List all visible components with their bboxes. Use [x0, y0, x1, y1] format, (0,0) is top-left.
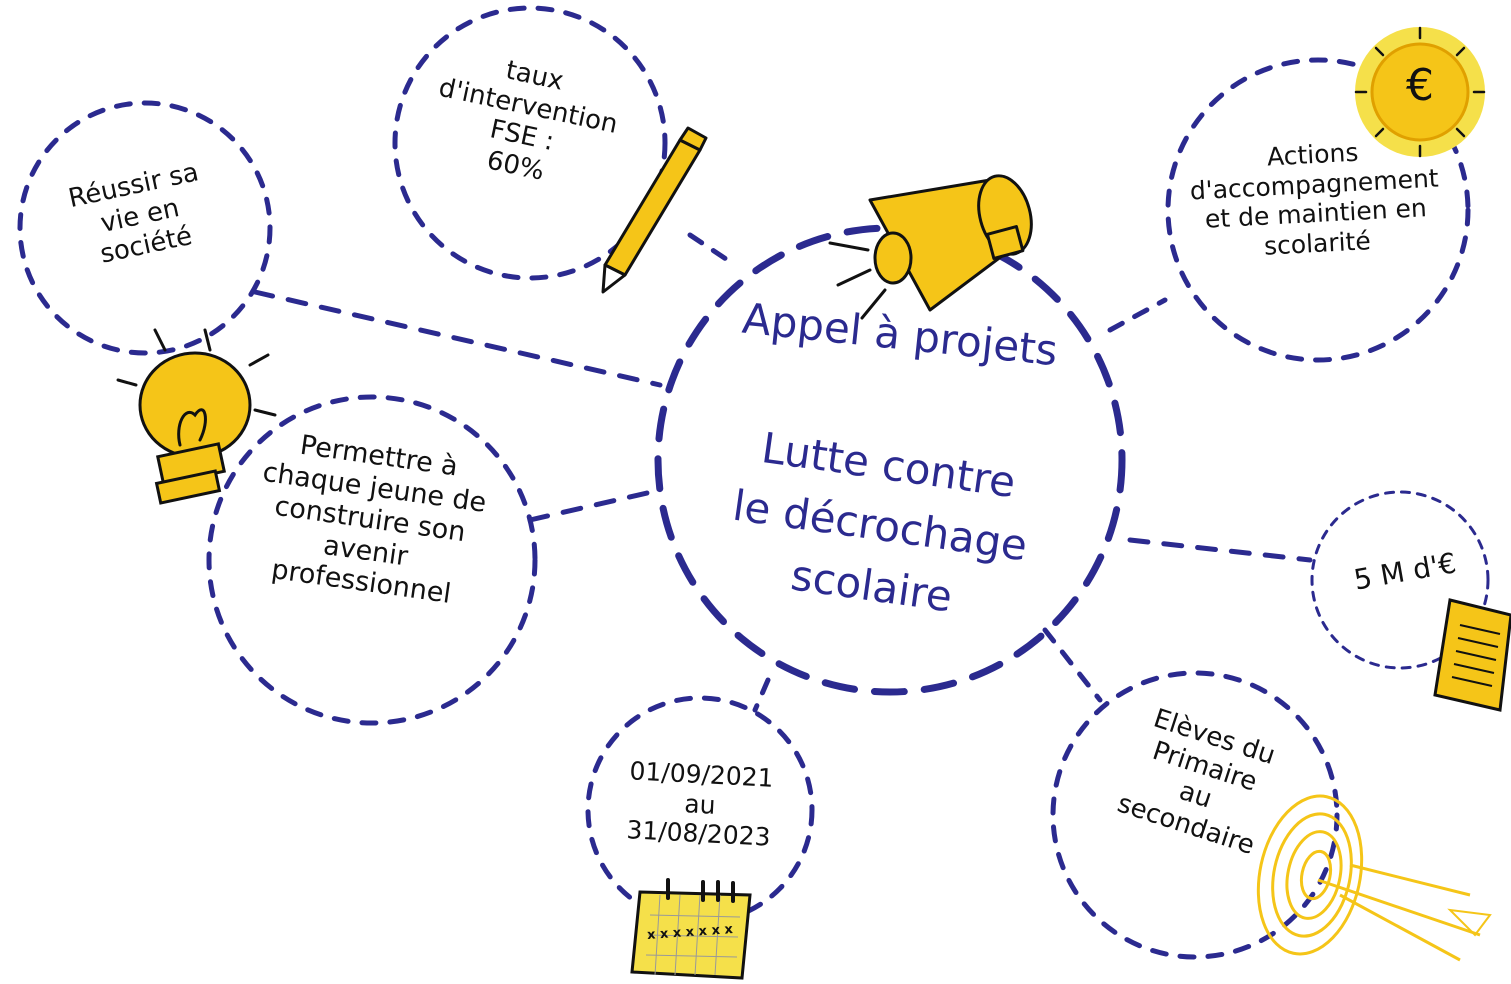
central-circle — [654, 224, 1126, 696]
calendar-mark: x — [672, 925, 682, 942]
calendar-mark: x — [646, 927, 657, 943]
document-icon — [1433, 598, 1511, 712]
connector-permettre — [527, 487, 663, 523]
connector-montant — [1127, 537, 1313, 563]
calendar-mark: x — [685, 924, 695, 941]
target-icon — [1256, 794, 1492, 962]
bubble-actions-text: Actions d'accompagnement et de maintien … — [1162, 132, 1468, 266]
connector-dates — [752, 677, 771, 713]
connector-taux — [687, 232, 738, 268]
circle-permettre — [206, 394, 538, 726]
calendar-mark: x — [698, 923, 708, 940]
circle-taux — [392, 5, 668, 281]
coin-symbol: € — [1406, 60, 1434, 111]
circle-eleves — [1050, 670, 1340, 960]
pencil-icon — [601, 126, 708, 294]
calendar-icon — [630, 878, 752, 980]
connector-reussir — [252, 289, 663, 388]
bubble-dates-text: 01/09/2021 au 31/08/2023 — [588, 754, 812, 854]
coin-icon — [1354, 26, 1486, 158]
circle-montant — [1310, 490, 1490, 670]
calendar-mark: x — [723, 922, 734, 938]
lightbulb-icon — [116, 328, 277, 505]
calendar-mark: x — [711, 922, 721, 939]
calendar-mark: x — [659, 926, 669, 943]
connector-actions — [1107, 297, 1168, 333]
circle-actions — [1165, 57, 1471, 363]
connector-eleves — [1042, 627, 1103, 703]
circle-reussir — [17, 100, 273, 356]
megaphone-icon — [828, 174, 1033, 320]
